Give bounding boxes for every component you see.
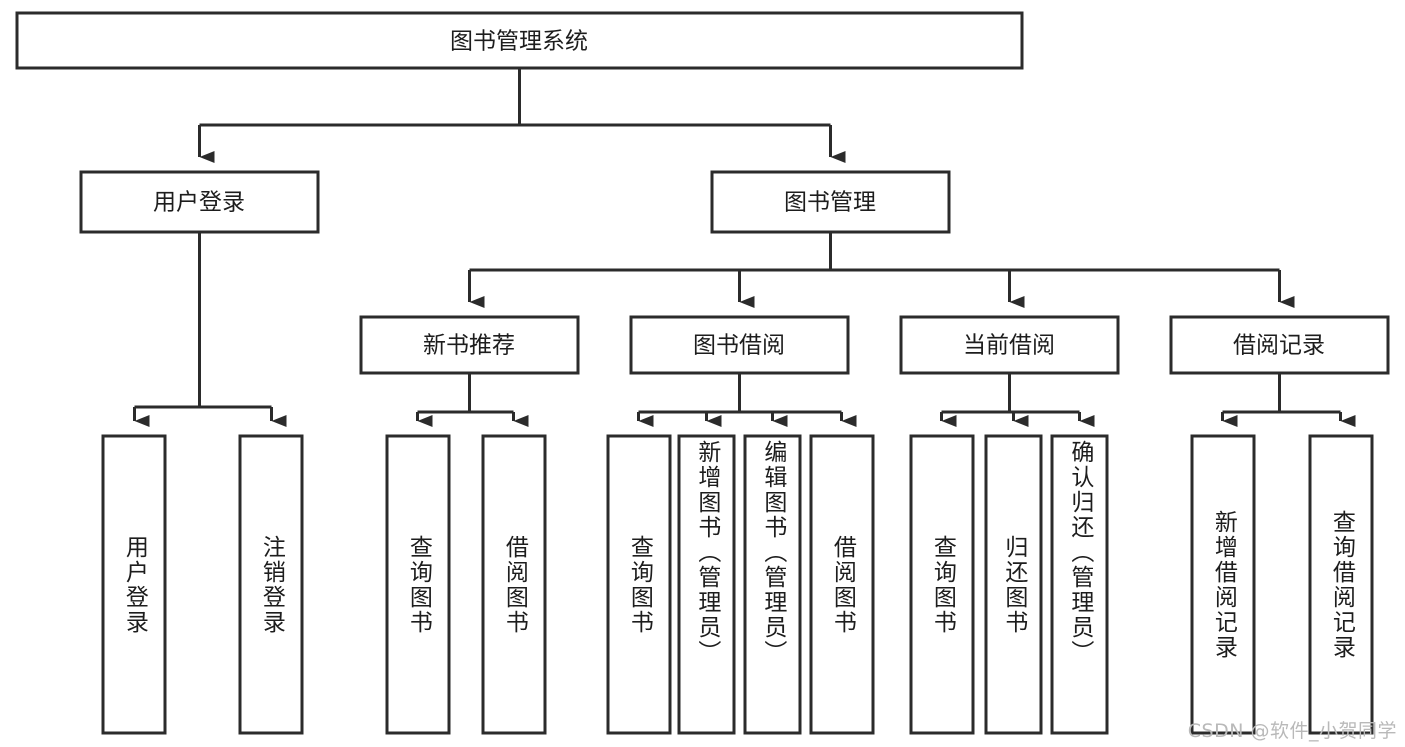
node-leaf-query-book-2-box[interactable] xyxy=(606,434,672,735)
node-leaf-logout-box[interactable] xyxy=(238,434,304,735)
node-borrow-records-label: 借阅记录 xyxy=(1233,333,1325,359)
node-new-book-recommend-box[interactable] xyxy=(359,315,580,375)
node-new-book-recommend-label: 新书推荐 xyxy=(423,333,515,359)
node-user-login-label: 用户登录 xyxy=(153,190,245,216)
node-new-book-recommend[interactable]: 新书推荐 xyxy=(359,315,580,375)
connector-group-current-borrow xyxy=(940,373,1095,427)
node-root-box[interactable] xyxy=(15,11,1024,70)
node-book-manage[interactable]: 图书管理 xyxy=(710,170,951,234)
node-leaf-borrow-book-1-box[interactable] xyxy=(481,434,547,735)
node-leaf-edit-book-box[interactable] xyxy=(743,434,802,735)
node-borrow-records-box[interactable] xyxy=(1169,315,1390,375)
node-user-login-box[interactable] xyxy=(79,170,320,234)
node-leaf-query-record-box[interactable] xyxy=(1308,434,1374,735)
connector-group-root xyxy=(198,68,846,163)
node-borrow-records[interactable]: 借阅记录 xyxy=(1169,315,1390,375)
node-root-label: 图书管理系统 xyxy=(450,29,588,55)
connector-group-book-manage xyxy=(468,232,1295,308)
node-book-borrow-box[interactable] xyxy=(629,315,850,375)
node-leaf-borrow-book-2-box[interactable] xyxy=(809,434,875,735)
node-current-borrow-label: 当前借阅 xyxy=(963,333,1055,359)
node-leaf-query-book-1-box[interactable] xyxy=(385,434,451,735)
connector-group-new-book-recommend xyxy=(416,373,529,427)
node-book-manage-label: 图书管理 xyxy=(784,190,876,216)
node-leaf-add-book-box[interactable] xyxy=(677,434,736,735)
node-user-login[interactable]: 用户登录 xyxy=(79,170,320,234)
node-current-borrow-box[interactable] xyxy=(899,315,1120,375)
node-leaf-add-record-box[interactable] xyxy=(1190,434,1256,735)
node-current-borrow[interactable]: 当前借阅 xyxy=(899,315,1120,375)
node-book-manage-box[interactable] xyxy=(710,170,951,234)
node-leaf-query-book-3-box[interactable] xyxy=(909,434,975,735)
connector-group-borrow-records xyxy=(1221,373,1356,427)
node-leaf-return-book-box[interactable] xyxy=(984,434,1043,735)
node-book-borrow-label: 图书借阅 xyxy=(693,333,785,359)
node-leaf-confirm-return-box[interactable] xyxy=(1050,434,1109,735)
node-root[interactable]: 图书管理系统 xyxy=(15,11,1024,70)
connector-group-user-login xyxy=(133,232,287,427)
node-leaf-user-login-box[interactable] xyxy=(101,434,167,735)
connector-group-book-borrow xyxy=(637,373,857,427)
node-book-borrow[interactable]: 图书借阅 xyxy=(629,315,850,375)
watermark-text: CSDN @软件_小贺同学 xyxy=(1187,720,1397,742)
